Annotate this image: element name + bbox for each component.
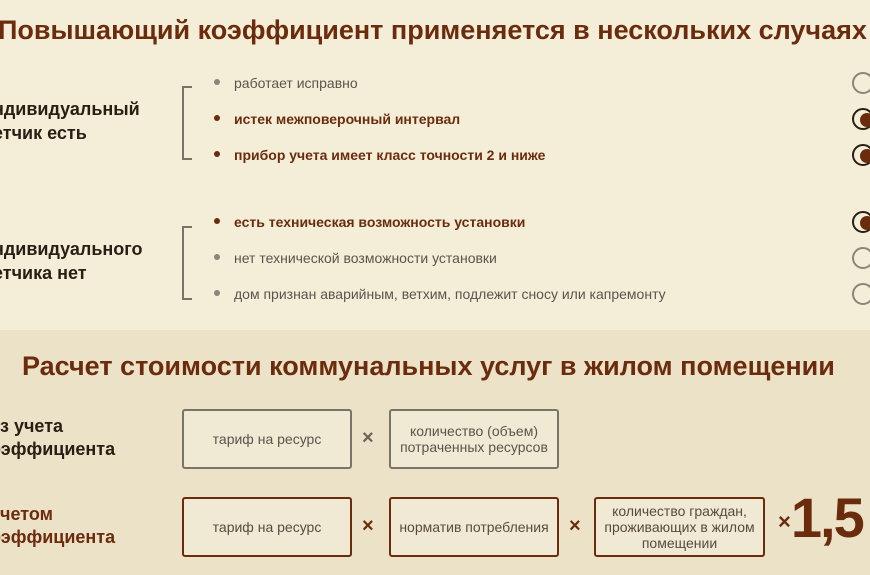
bullet-icon bbox=[214, 218, 220, 225]
section-title-calculation: Расчет стоимости коммунальных услуг в жи… bbox=[22, 351, 835, 381]
radio-option[interactable] bbox=[852, 283, 870, 305]
bullet-icon bbox=[214, 290, 220, 297]
radio-option-selected[interactable] bbox=[852, 108, 870, 130]
bullet-icon bbox=[214, 115, 220, 122]
list-item: есть техническая возможность установки bbox=[214, 214, 525, 230]
formula-box-norm: норматив потребления bbox=[389, 497, 559, 557]
section-title-coefficient: Повышающий коэффициент применяется в нес… bbox=[0, 15, 867, 45]
group-label-meter-present: ндивидуальный етчик есть bbox=[0, 97, 140, 145]
list-item: истек межповерочный интервал bbox=[214, 111, 460, 127]
group-label-line: ндивидуальный bbox=[0, 99, 140, 119]
multiply-icon: × bbox=[362, 515, 374, 537]
coefficient-multiplier: ×1,5 bbox=[778, 485, 865, 550]
group-label-line: етчика нет bbox=[0, 263, 87, 283]
coefficient-value: 1,5 bbox=[790, 486, 865, 549]
group-label-line: ндивидуального bbox=[0, 239, 143, 259]
radio-option-selected[interactable] bbox=[852, 211, 870, 233]
formula-box-consumed-volume: количество (объем) потраченных ресурсов bbox=[389, 409, 559, 469]
group-label-line: етчик есть bbox=[0, 123, 87, 143]
list-item: прибор учета имеет класс точности 2 и ни… bbox=[214, 147, 545, 163]
bullet-icon bbox=[214, 151, 220, 158]
list-item: нет технической возможности установки bbox=[214, 250, 497, 266]
group-bracket bbox=[182, 226, 192, 300]
bullet-icon bbox=[214, 79, 220, 86]
list-item: работает исправно bbox=[214, 75, 358, 91]
multiply-icon: × bbox=[778, 509, 791, 534]
group-label-meter-absent: ндивидуального етчика нет bbox=[0, 237, 143, 285]
list-item: дом признан аварийным, ветхим, подлежит … bbox=[214, 286, 666, 302]
bullet-icon bbox=[214, 254, 220, 261]
radio-option[interactable] bbox=[852, 72, 870, 94]
formula-box-tariff: тариф на ресурс bbox=[182, 497, 352, 557]
calc-row-label-without-coefficient: ез учета оэффициента bbox=[0, 415, 115, 461]
multiply-icon: × bbox=[362, 427, 374, 449]
criteria-section bbox=[0, 0, 870, 330]
radio-option[interactable] bbox=[852, 247, 870, 269]
radio-option-selected[interactable] bbox=[852, 144, 870, 166]
calc-row-label-with-coefficient: учетом оэффициента bbox=[0, 503, 115, 549]
calc-label-line: оэффициента bbox=[0, 439, 116, 459]
formula-box-residents: количество граждан, проживающих в жилом … bbox=[594, 497, 765, 557]
multiply-icon: × bbox=[569, 515, 581, 537]
calc-label-line: ез учета bbox=[0, 416, 64, 436]
group-bracket bbox=[182, 86, 192, 160]
calc-label-line: оэффициента bbox=[0, 527, 116, 547]
calc-label-line: учетом bbox=[0, 504, 53, 524]
formula-box-tariff: тариф на ресурс bbox=[182, 409, 352, 469]
